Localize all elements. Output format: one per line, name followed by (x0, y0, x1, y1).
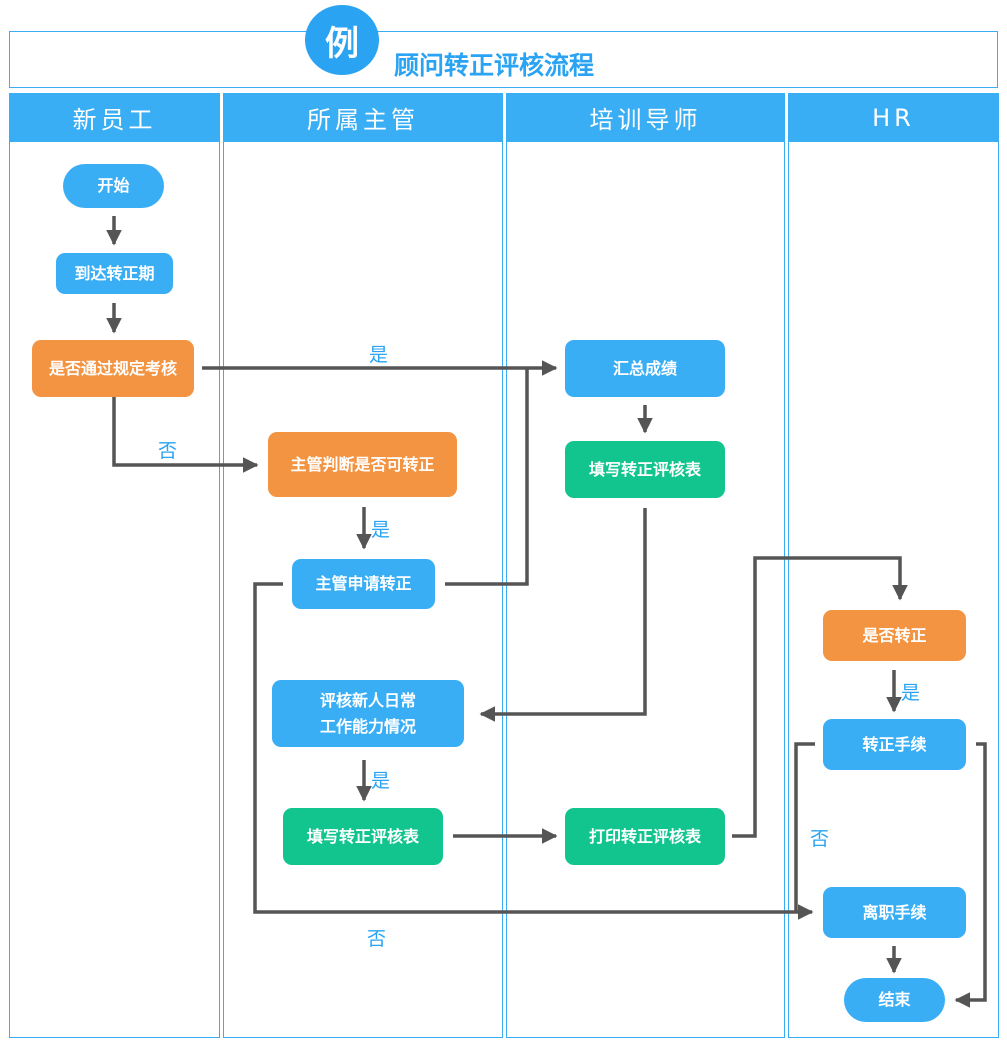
node-print-form: 打印转正评核表 (565, 808, 725, 865)
label-no-pass: 否 (158, 440, 178, 462)
node-supervisor-apply: 主管申请转正 (292, 559, 435, 609)
label-yes-assess: 是 (371, 770, 391, 792)
node-assess-daily-line2: 工作能力情况 (319, 716, 416, 736)
arrow-fill-to-assess (479, 508, 647, 722)
label-yes-judge: 是 (371, 519, 391, 541)
arrow-print-to-hr (732, 556, 908, 838)
label-no-hr: 否 (810, 828, 830, 850)
node-supervisor-judge: 主管判断是否可转正 (268, 432, 457, 497)
example-badge: 例 (305, 5, 379, 75)
node-pass-check: 是否通过规定考核 (32, 340, 194, 397)
node-summary: 汇总成绩 (565, 340, 725, 397)
title-frame (9, 31, 998, 88)
label-yes-hr: 是 (901, 682, 921, 704)
node-reach-period: 到达转正期 (56, 253, 173, 294)
lane-header-supervisor: 所属主管 (223, 93, 503, 142)
node-hr-decide: 是否转正 (823, 610, 966, 661)
lane-hr (788, 93, 999, 1038)
lane-header-mentor: 培训导师 (506, 93, 785, 142)
lane-header-new-employee: 新员工 (9, 93, 220, 142)
node-fill-form-mentor: 填写转正评核表 (565, 441, 725, 498)
node-assess-daily-line1: 评核新人日常 (319, 690, 416, 710)
arrow-apply-no-to-leave (253, 582, 814, 920)
node-fill-form-supervisor: 填写转正评核表 (283, 808, 443, 865)
node-hr-regular-procedure: 转正手续 (823, 719, 966, 770)
node-start: 开始 (63, 164, 164, 208)
lane-header-hr: HR (788, 93, 999, 142)
arrow-regular-to-end (954, 742, 987, 1008)
lane-new-employee (9, 93, 220, 1038)
node-assess-daily: 评核新人日常 工作能力情况 (272, 680, 464, 747)
arrow-check-no-to-judge (112, 397, 259, 473)
arrow-regular-no-to-leave (794, 742, 815, 912)
label-yes-pass: 是 (369, 344, 389, 366)
label-no-bottom: 否 (367, 928, 387, 950)
arrow-apply-to-summary (445, 368, 529, 586)
page-title: 顾问转正评核流程 (394, 51, 595, 80)
node-end: 结束 (844, 978, 945, 1022)
node-hr-leave-procedure: 离职手续 (823, 887, 966, 938)
